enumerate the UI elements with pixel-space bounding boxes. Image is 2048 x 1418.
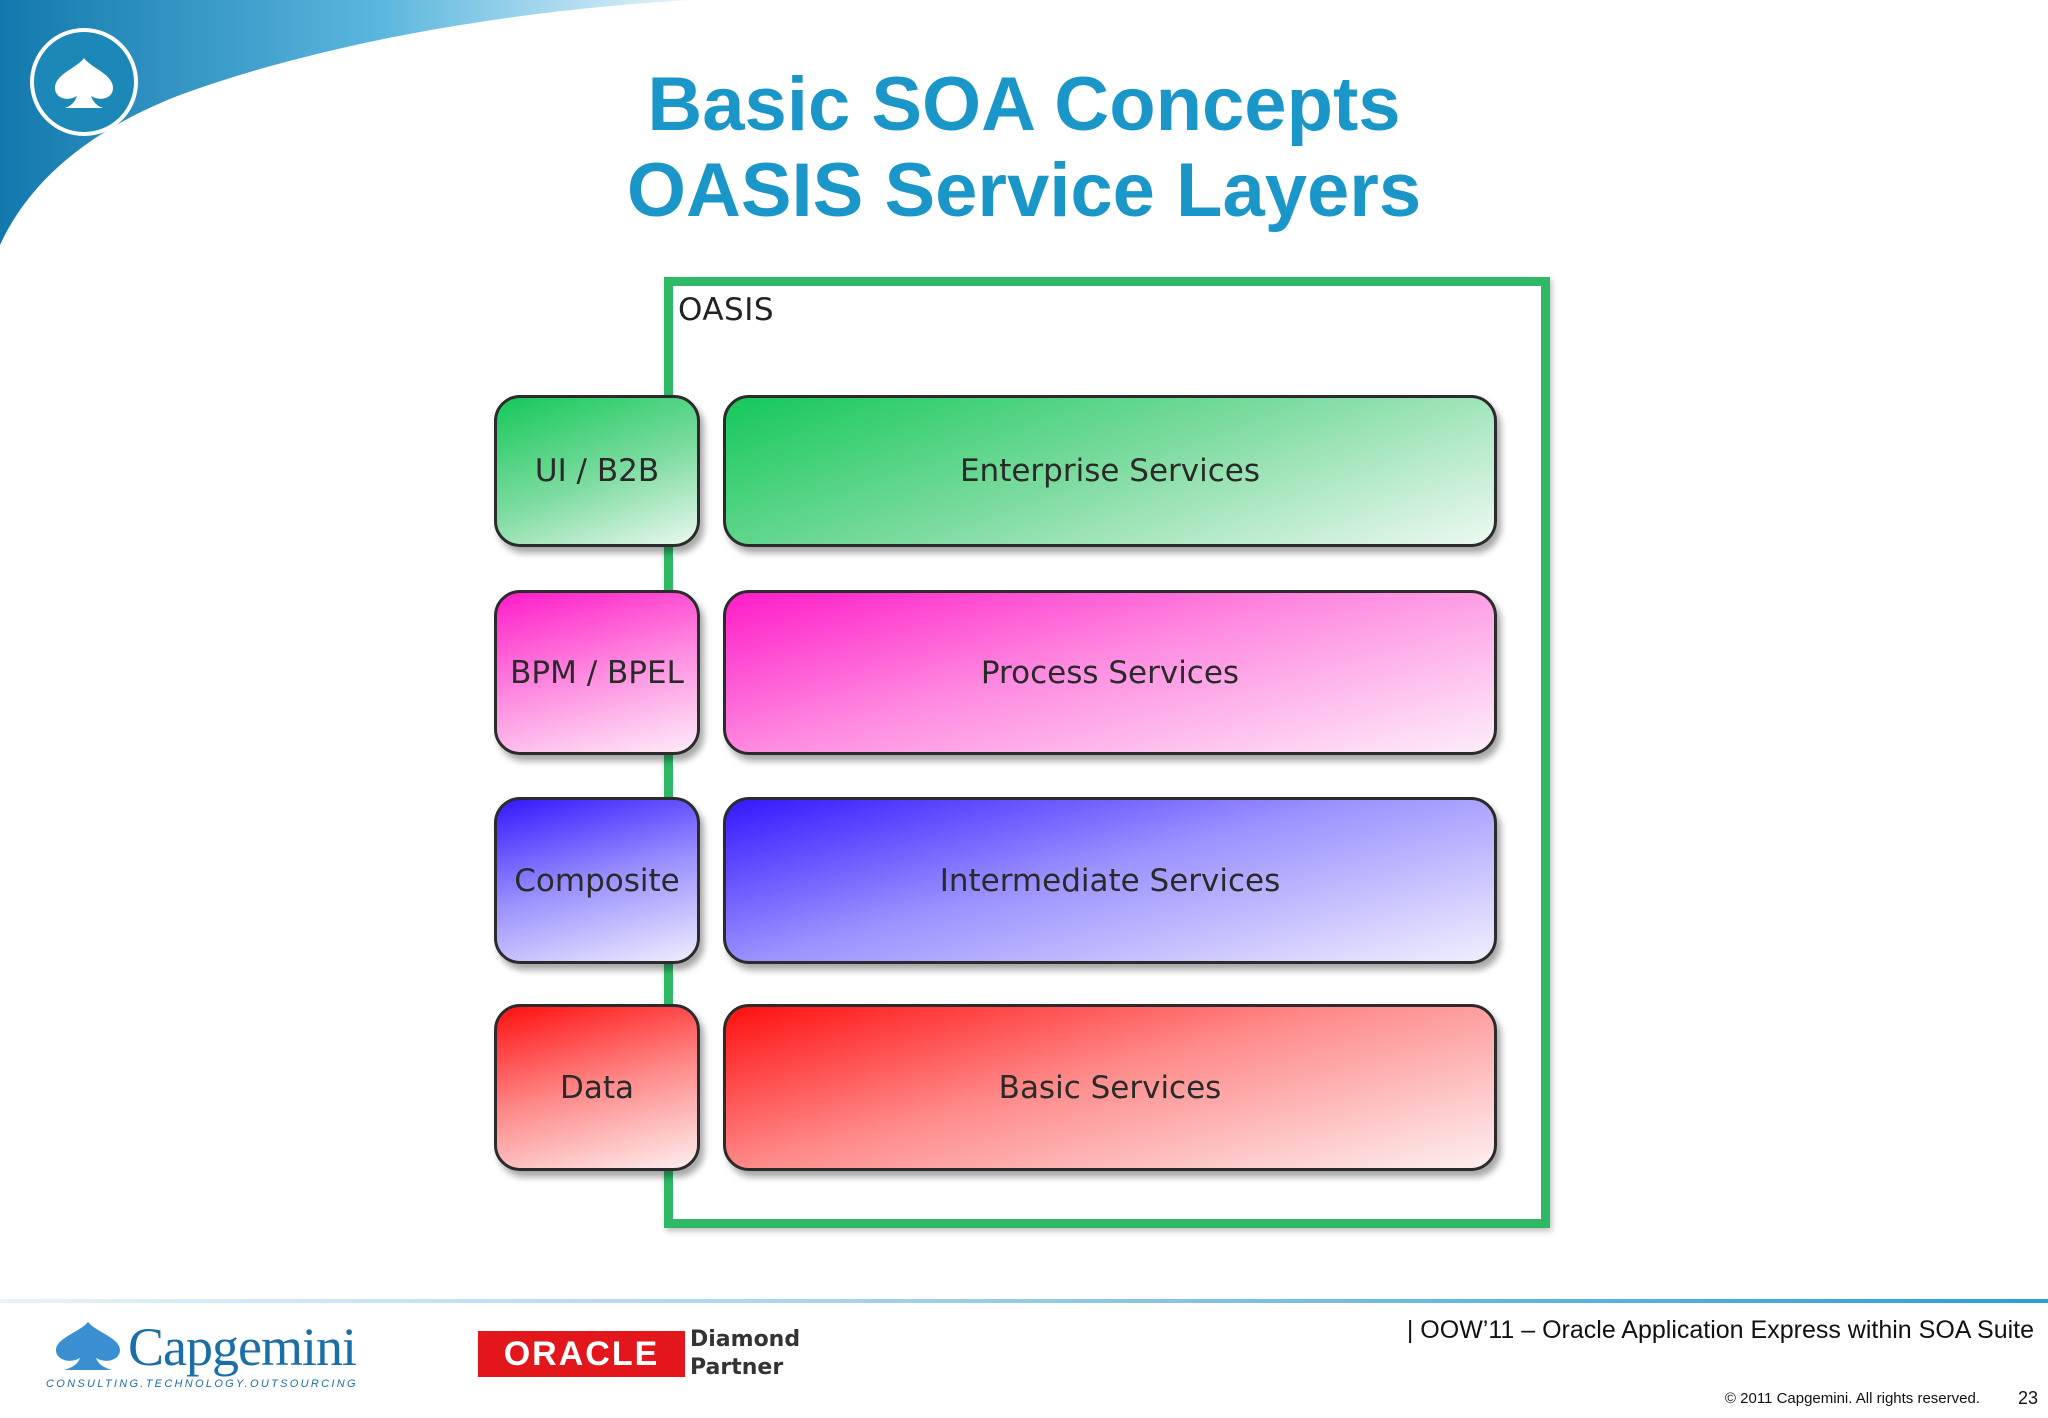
layer-main-label: Basic Services (998, 1069, 1222, 1106)
layer-main-label: Process Services (980, 654, 1240, 691)
oracle-wordmark: ORACLE (503, 1334, 660, 1373)
capgemini-tagline: CONSULTING.TECHNOLOGY.OUTSOURCING (46, 1378, 358, 1390)
collaborative-business-seal-logo (30, 28, 138, 136)
oracle-partner-line-2: Partner (690, 1355, 784, 1380)
layer-side-label: Data (559, 1069, 635, 1106)
corner-swoosh-decoration (0, 0, 690, 245)
layer-side-box-bpm-bpel: BPM / BPEL (494, 590, 700, 755)
spade-icon (55, 58, 113, 108)
slide-title: Basic SOA Concepts OASIS Service Layers (0, 62, 2048, 234)
footer-divider (0, 1299, 2048, 1303)
layer-main-box-enterprise-services: Enterprise Services (723, 395, 1497, 547)
event-caption: | OOW’11 – Oracle Application Express wi… (1406, 1316, 2034, 1344)
slide-title-line-1: Basic SOA Concepts (647, 62, 1401, 147)
layer-side-box-ui-b2b: UI / B2B (494, 395, 700, 547)
layer-side-box-composite: Composite (494, 797, 700, 964)
capgemini-spade-icon (56, 1322, 120, 1370)
capgemini-wordmark: Capgemini (128, 1317, 357, 1377)
page-number: 23 (2017, 1388, 2038, 1408)
layer-side-box-data: Data (494, 1004, 700, 1171)
oracle-partner-line-1: Diamond (690, 1327, 801, 1352)
layer-main-label: Intermediate Services (939, 862, 1281, 899)
layer-main-box-process-services: Process Services (723, 590, 1497, 755)
slide-title-line-2: OASIS Service Layers (626, 148, 1422, 233)
oasis-frame-label: OASIS (678, 292, 775, 328)
layer-main-box-intermediate-services: Intermediate Services (723, 797, 1497, 964)
layer-main-label: Enterprise Services (959, 453, 1261, 489)
layer-main-box-basic-services: Basic Services (723, 1004, 1497, 1171)
copyright-notice: © 2011 Capgemini. All rights reserved. (1724, 1390, 1980, 1407)
layer-side-label: Composite (514, 862, 680, 899)
oracle-partner-badge: Diamond Partner (690, 1326, 800, 1382)
layer-side-label: BPM / BPEL (510, 654, 684, 691)
layer-side-label: UI / B2B (534, 453, 660, 489)
oracle-logo: ORACLE (478, 1331, 685, 1377)
